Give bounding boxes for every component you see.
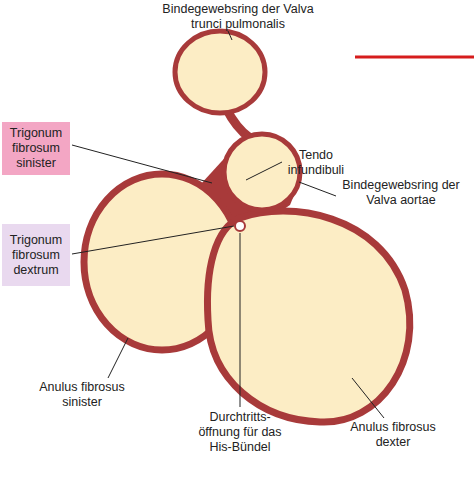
accent-bar xyxy=(355,56,474,59)
structure-label: Bindegewebsring der Valva trunci pulmona… xyxy=(160,2,316,32)
structure-label: Durchtritts- öffnung für das His-Bündel xyxy=(188,410,292,455)
pulmonary-ring xyxy=(175,31,265,113)
structure-label: Anulus fibrosus sinister xyxy=(22,380,142,410)
structure-label: Bindegewebsring der Valva aortae xyxy=(330,178,472,208)
his-opening xyxy=(235,221,245,231)
leader-lines xyxy=(72,31,384,418)
highlight-box: Trigonum fibrosum dextrum xyxy=(2,224,70,286)
highlight-box: Trigonum fibrosum sinister xyxy=(2,122,70,175)
structure-label: Anulus fibrosus dexter xyxy=(338,420,448,450)
structure-label: Tendo infundibuli xyxy=(284,148,348,178)
structure-label: Trigonum fibrosum dextrum xyxy=(5,233,67,278)
tricuspid-ring xyxy=(207,211,409,422)
structure-label: Trigonum fibrosum sinister xyxy=(5,126,67,171)
